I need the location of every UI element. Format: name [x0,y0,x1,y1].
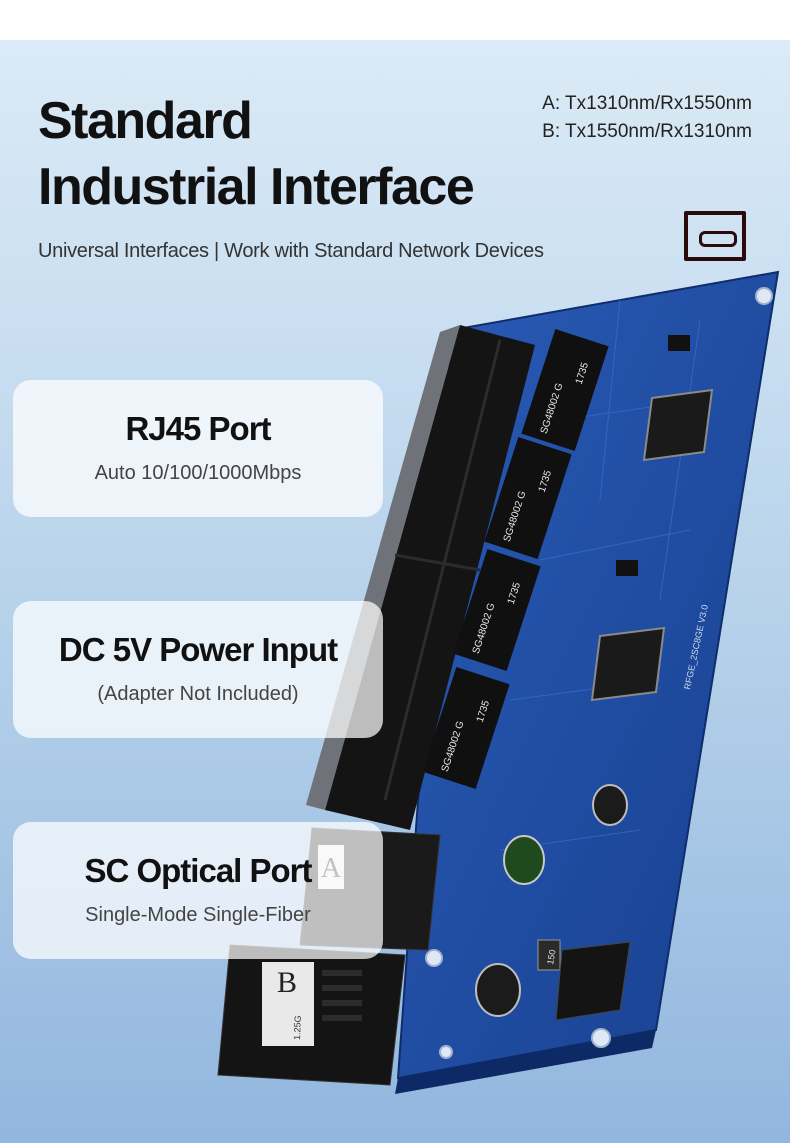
power-section: 150 [537,939,631,1021]
wavelength-b: B: Tx1550nm/Rx1310nm [542,121,752,142]
feature-card-dc-power: DC 5V Power Input (Adapter Not Included) [13,601,383,738]
feature-title: DC 5V Power Input [58,631,338,668]
dc-power-jack [555,941,631,1021]
headline-line-2: Industrial Interface [38,158,475,216]
feature-desc: Auto 10/100/1000Mbps [94,462,302,484]
capacitors [475,784,628,1017]
sc-port-b-letter: B [277,966,297,999]
feature-card-sc-optical: SC Optical Port Single-Mode Single-Fiber [13,822,383,959]
mounting-holes [425,287,773,1059]
feature-title: RJ45 Port [125,410,271,447]
usb-c-port-icon [684,211,746,261]
inductor-label: 150 [545,949,557,966]
headline-line-1: Standard [38,92,253,150]
product-panel: SG48002 G 1735 SG48002 G 1735 SG48002 G … [0,40,790,1143]
transformers: SG48002 G 1735 SG48002 G 1735 SG48002 G … [422,329,609,789]
top-margin [0,0,790,40]
headline: Standard Industrial Interface [38,88,475,220]
wavelength-a: A: Tx1310nm/Rx1550nm [542,93,752,114]
feature-desc: (Adapter Not Included) [97,683,299,705]
sc-port-rate: 1.25G [292,1015,303,1040]
feature-desc: Single-Mode Single-Fiber [85,904,311,926]
feature-title: SC Optical Port [84,852,312,889]
wavelength-info: A: Tx1310nm/Rx1550nm B: Tx1550nm/Rx1310n… [542,90,752,146]
subtitle: Universal Interfaces | Work with Standar… [38,240,544,262]
feature-card-rj45: RJ45 Port Auto 10/100/1000Mbps [13,380,383,517]
port-slot-shape [699,231,737,247]
switch-chips [590,335,714,702]
